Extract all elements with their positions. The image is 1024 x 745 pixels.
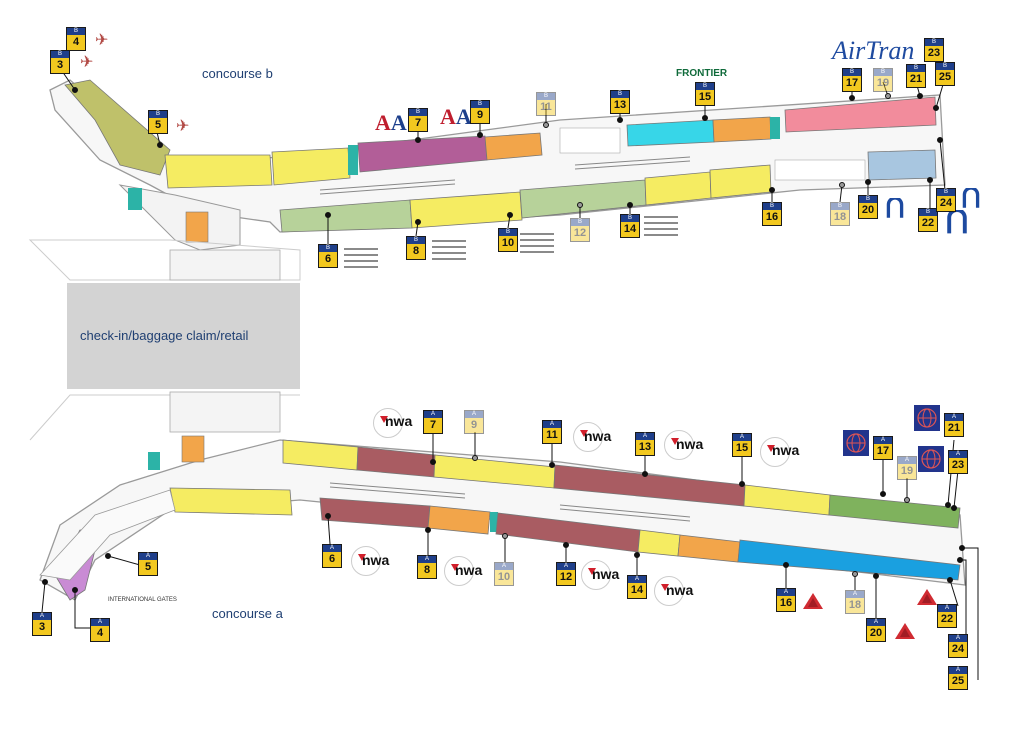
delta-logo-icon: [895, 623, 915, 639]
gate-hatch-logos: [344, 216, 678, 268]
concourse-b-label: concourse b: [202, 66, 273, 81]
terminal-core: [28, 239, 301, 441]
international-gates-label: INTERNATIONAL GATES: [108, 597, 177, 603]
globe-logo-icon: [914, 405, 940, 431]
concourse-a-label: concourse a: [212, 606, 283, 621]
delta-logo-icon: [803, 593, 823, 609]
united-logo-icon: [962, 188, 980, 208]
nwa-text: nwa: [362, 552, 390, 568]
nwa-logo: [581, 560, 611, 590]
nwa-text: nwa: [772, 442, 800, 458]
globe-logo-icon: [918, 446, 944, 472]
nwa-logo: [373, 408, 403, 438]
nwa-text: nwa: [385, 413, 413, 429]
nwa-text: nwa: [584, 428, 612, 444]
gate-connectors-a: [41, 432, 979, 680]
nwa-logo: [760, 437, 790, 467]
nwa-text: nwa: [676, 436, 704, 452]
concourse-b-building: [49, 79, 946, 251]
airtran-text: AirTran: [832, 36, 915, 65]
airplane-icon: ✈: [80, 54, 94, 71]
nwa-logo: [654, 576, 684, 606]
globe-logo-icon: [843, 430, 869, 456]
gate-connectors-b: [59, 67, 946, 244]
nwa-logo: [351, 546, 381, 576]
nwa-text: nwa: [455, 562, 483, 578]
united-logo-icon: [886, 198, 904, 218]
checkin-label[interactable]: check-in/baggage claim/retail: [80, 328, 249, 343]
airplane-icon: ✈: [176, 118, 190, 135]
nwa-text: nwa: [666, 582, 694, 598]
nwa-text: nwa: [592, 566, 620, 582]
american-logo-1: AA: [375, 110, 407, 135]
united-logo-icon: [947, 210, 967, 234]
nwa-logo: [664, 430, 694, 460]
frontier-logo: FRONTIER: [676, 68, 728, 79]
airtran-logo: AirTran: [832, 36, 914, 66]
concourse-a-building: [39, 435, 966, 601]
nwa-logo: [573, 422, 603, 452]
checkin-block: [67, 283, 300, 389]
delta-logo-icon: [917, 589, 937, 605]
airplane-icon: ✈: [95, 32, 109, 49]
american-logo-2: AA: [440, 104, 472, 129]
nwa-logo: [444, 556, 474, 586]
